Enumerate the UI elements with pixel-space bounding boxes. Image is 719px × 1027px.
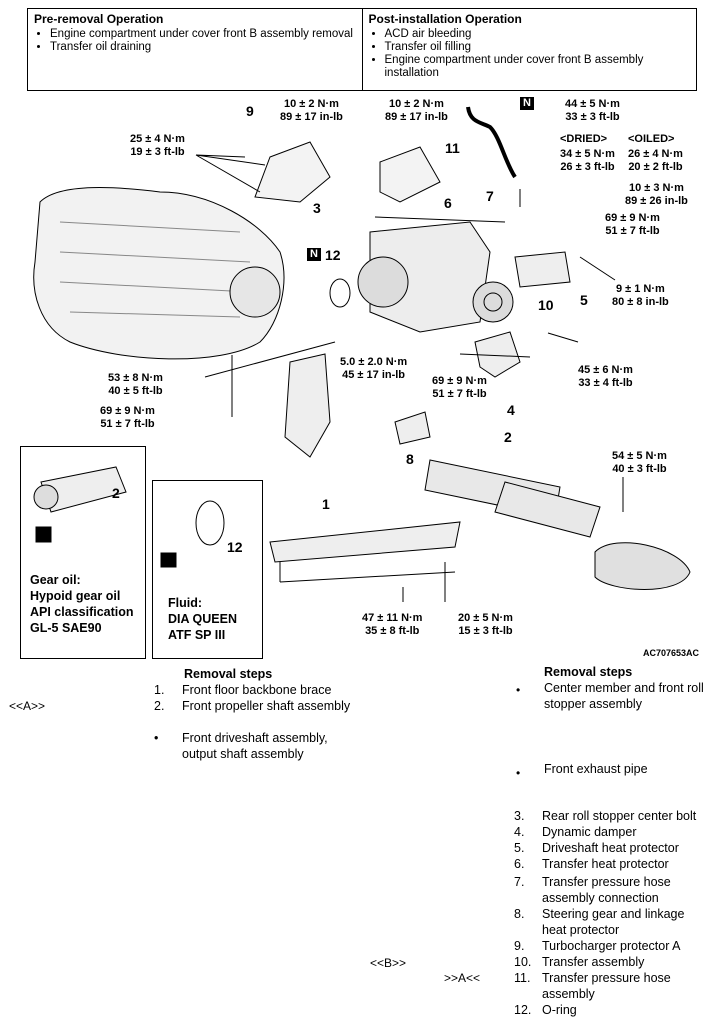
fluid-box: [152, 480, 263, 659]
bullet: •: [516, 683, 521, 697]
left-steps-title: Removal steps: [184, 667, 273, 681]
step-row: 5.Driveshaft heat protector: [514, 841, 679, 855]
step-row: 10.Transfer assembly: [514, 955, 645, 969]
procedure-tag-b: <<B>>: [370, 956, 407, 970]
step-row: •Front driveshaft assembly, output shaft…: [154, 731, 328, 761]
bullet: •: [516, 766, 521, 780]
right-steps-title: Removal steps: [544, 665, 633, 679]
callout-11: 11: [445, 140, 460, 156]
fluid-text: Fluid: DIA QUEEN ATF SP III: [168, 596, 237, 642]
step-bullet-text: Front exhaust pipe: [544, 762, 648, 776]
step-row: 1.Front floor backbone brace: [154, 683, 332, 697]
callout-12: 12: [325, 247, 341, 263]
transfer-body: [369, 221, 491, 333]
step-row: 3.Rear roll stopper center bolt: [514, 809, 697, 823]
gear-oil-box: [20, 446, 146, 659]
post-installation-item: ACD air bleeding: [385, 28, 691, 41]
step-row: 12.O-ring: [514, 1003, 577, 1017]
gear-oil-callout: 2: [112, 485, 120, 501]
callout-3: 3: [313, 200, 321, 216]
callout-9: 9: [246, 103, 254, 119]
step-row: 4.Dynamic damper: [514, 825, 637, 839]
oring-illustration: [160, 500, 225, 568]
callout-5: 5: [580, 292, 588, 308]
fluid-callout: 12: [227, 539, 243, 555]
shaft-illustration: [33, 466, 127, 543]
callout-10: 10: [538, 297, 554, 313]
step-row: 9.Turbocharger protector A: [514, 939, 681, 953]
n-mark-11: N: [520, 97, 534, 110]
step-row: 8.Steering gear and linkage heat protect…: [514, 907, 685, 937]
figure-code: AC707653AC: [643, 648, 700, 658]
torque-oiled-header: <OILED>: [628, 133, 675, 145]
gear-oil-text: Gear oil: Hypoid gear oil API classifica…: [30, 573, 134, 635]
pre-removal-column: Pre-removal Operation Engine compartment…: [28, 9, 362, 90]
step-row: 7.Transfer pressure hose assembly connec…: [514, 875, 671, 905]
step-row: 2.Front propeller shaft assembly: [154, 699, 351, 713]
callout-1: 1: [322, 496, 330, 512]
callout-8: 8: [406, 451, 414, 467]
diagram-illustration: [33, 106, 691, 602]
n-mark-12: N: [307, 248, 321, 261]
callout-2: 2: [504, 429, 512, 445]
step-row: 6.Transfer heat protector: [514, 857, 669, 871]
step-row: 11.Transfer pressure hose assembly: [514, 971, 671, 1001]
post-installation-item: Engine compartment under cover front B a…: [385, 54, 691, 80]
pre-removal-heading: Pre-removal Operation: [34, 12, 164, 26]
pre-removal-item: Transfer oil draining: [50, 41, 356, 54]
step-bullet-text: Center member and front roll stopper ass…: [544, 681, 704, 711]
pre-removal-item: Engine compartment under cover front B a…: [50, 28, 356, 41]
procedure-tag-a: >>A<<: [444, 971, 481, 985]
callout-7: 7: [486, 188, 494, 204]
operations-table: Pre-removal Operation Engine compartment…: [27, 8, 697, 91]
torque-dried-header: <DRIED>: [560, 133, 608, 145]
backbone-brace: [269, 521, 461, 563]
post-installation-item: Transfer oil filling: [385, 41, 691, 54]
post-installation-heading: Post-installation Operation: [368, 12, 522, 26]
callout-4: 4: [507, 402, 515, 418]
procedure-tag-a: <<A>>: [9, 699, 46, 713]
post-installation-column: Post-installation Operation ACD air blee…: [361, 9, 697, 90]
callout-6: 6: [444, 195, 452, 211]
